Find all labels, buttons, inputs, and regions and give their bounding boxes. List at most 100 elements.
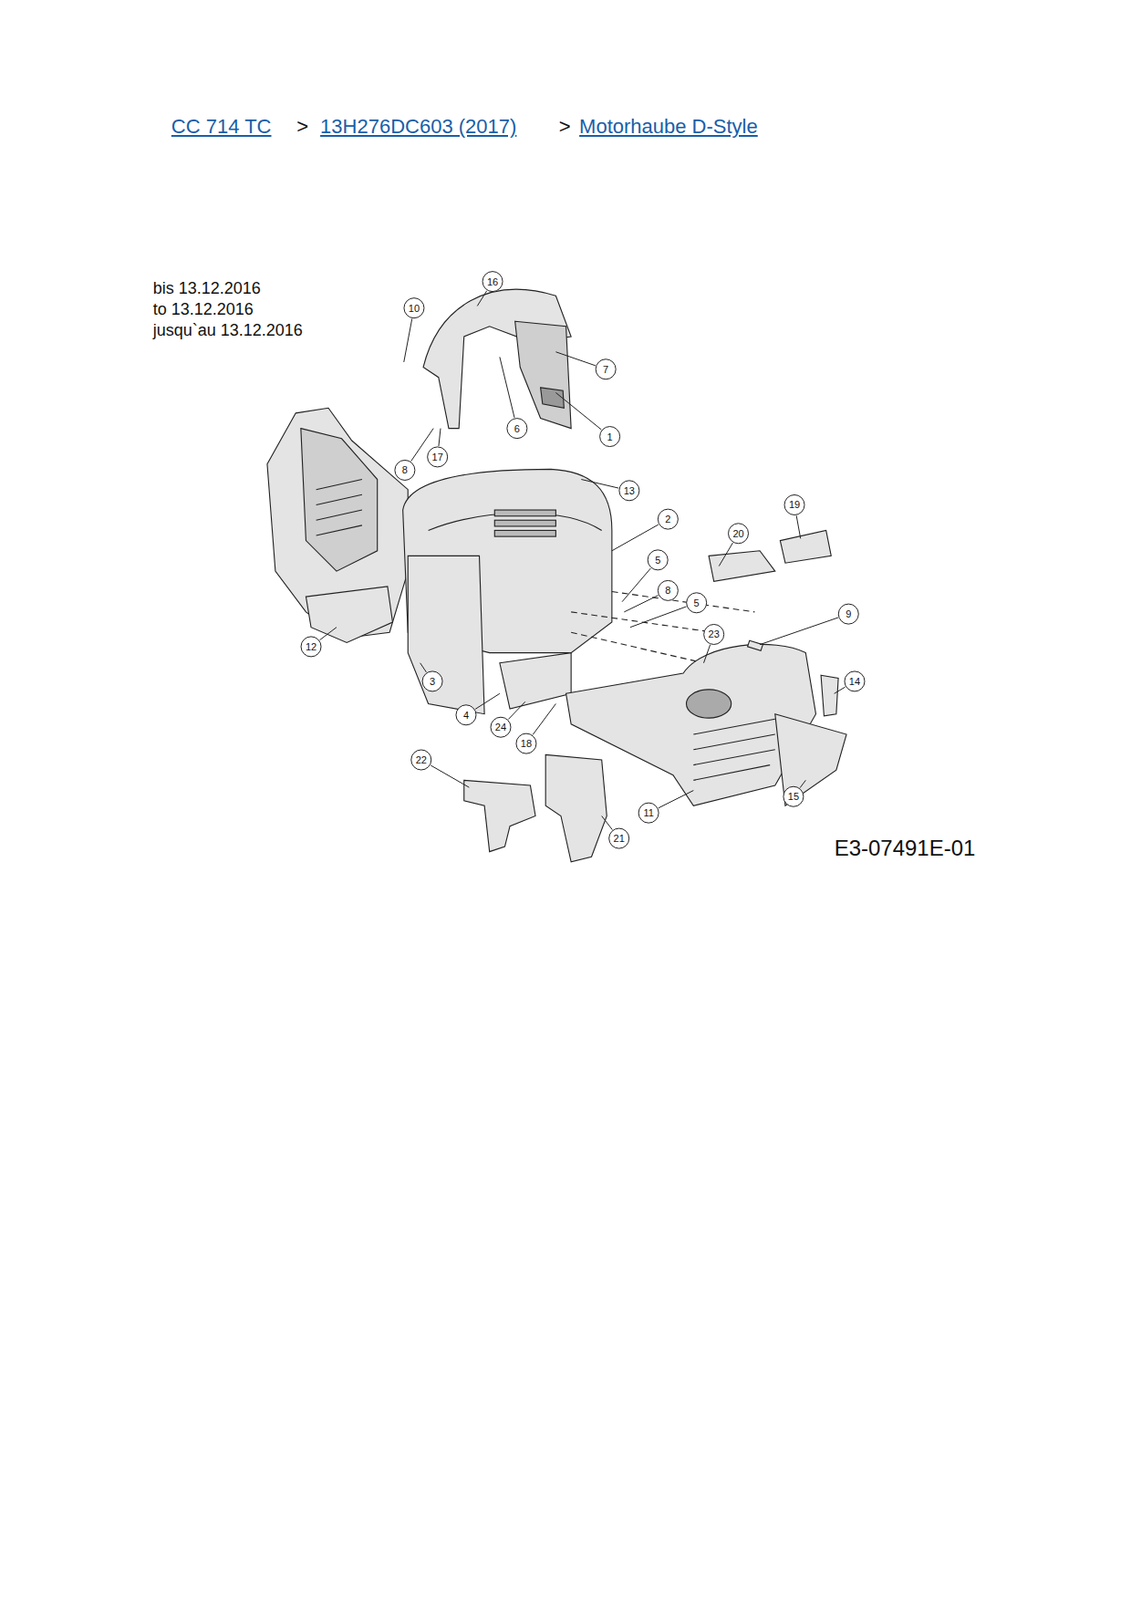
callout-number: 23 <box>708 628 720 641</box>
callout-circle <box>704 623 725 644</box>
callout-circle <box>647 549 668 571</box>
callout-number: 11 <box>643 807 654 820</box>
leader-lines <box>320 290 846 831</box>
leader-line <box>555 392 602 430</box>
breadcrumb-link: Motorhaube D-Style <box>579 114 758 138</box>
callout-number: 9 <box>845 608 851 621</box>
breadcrumb-separator: > <box>559 114 571 138</box>
callout-number: 13 <box>623 484 635 497</box>
callout-circle <box>657 580 678 601</box>
callout-number: 8 <box>402 464 408 477</box>
callout-circle <box>686 592 707 613</box>
callout-circle <box>422 671 443 692</box>
front-nose <box>775 714 847 807</box>
breadcrumb-link: CC 714 TC <box>171 114 272 138</box>
validity-note: to 13.12.2016 <box>153 300 254 320</box>
drawing-code: E3-07491E-01 <box>834 835 976 862</box>
leader-line <box>320 627 337 641</box>
leader-line <box>630 606 686 628</box>
grille-slats <box>693 718 775 780</box>
side-panel <box>407 555 485 714</box>
leader-line <box>404 318 413 362</box>
callout-circle <box>404 298 425 319</box>
dash-slot <box>540 387 565 408</box>
callout-number: 8 <box>664 584 671 597</box>
leader-line <box>704 644 711 664</box>
callout-number: 5 <box>694 596 700 609</box>
leader-line <box>622 568 651 602</box>
support-plate <box>499 653 571 709</box>
callout-circle <box>619 480 640 501</box>
callout-number: 15 <box>788 790 799 803</box>
callout-circle <box>728 523 749 544</box>
callout-number: 18 <box>520 737 532 750</box>
callout-number: 10 <box>408 301 420 314</box>
leader-line <box>420 663 427 673</box>
hood-vents <box>494 509 556 537</box>
callout-circle <box>394 459 416 480</box>
seat-well <box>300 428 378 572</box>
leader-line <box>477 290 487 307</box>
parts-drawing <box>267 289 847 862</box>
callout-circle <box>609 828 630 849</box>
bracket <box>545 754 607 862</box>
callout-number: 12 <box>305 641 317 654</box>
dash-panel <box>515 321 571 428</box>
callout-number: 14 <box>849 675 861 688</box>
callout-number: 16 <box>487 275 499 288</box>
callout-number: 3 <box>429 675 436 688</box>
callout-number: 7 <box>602 363 609 375</box>
bolt <box>747 640 764 651</box>
bracket <box>464 779 536 851</box>
callout-number: 6 <box>514 422 520 435</box>
leader-line <box>658 790 694 809</box>
callout-number: 2 <box>664 513 671 526</box>
callout-number: 1 <box>607 430 613 443</box>
callout-circle <box>456 705 477 726</box>
leader-line <box>601 816 613 831</box>
leader-line <box>581 479 619 489</box>
callout-circle <box>482 271 503 292</box>
callout-number: 4 <box>463 708 469 721</box>
footrest <box>305 586 393 643</box>
callout-circle <box>844 671 865 692</box>
callout-circle <box>783 786 804 807</box>
callout-number: 21 <box>613 832 625 845</box>
callout-number: 24 <box>495 721 507 734</box>
callout-circle <box>595 359 616 380</box>
callout-circle <box>490 716 511 737</box>
callout-circle <box>411 749 432 770</box>
breadcrumb-separator: > <box>296 114 309 138</box>
breadcrumb-link: 13H276DC603 (2017) <box>320 114 517 138</box>
validity-note: jusqu`au 13.12.2016 <box>153 321 303 341</box>
leader-line <box>718 542 733 566</box>
leader-line <box>532 704 556 736</box>
callout-circle <box>784 494 805 515</box>
side-piece <box>820 674 839 716</box>
callout-circle <box>638 802 659 823</box>
callout-number: 19 <box>788 498 800 511</box>
fender-vents <box>316 479 363 536</box>
plate <box>779 529 831 563</box>
callout-number: 22 <box>415 754 427 767</box>
validity-note: bis 13.12.2016 <box>153 279 261 299</box>
callout-number: 5 <box>654 554 661 567</box>
leader-line <box>555 352 595 366</box>
leader-line <box>623 595 658 613</box>
leader-line <box>834 686 846 694</box>
callout-number: 17 <box>432 451 444 464</box>
callout-circle <box>657 508 678 530</box>
plate <box>708 550 776 582</box>
leader-line <box>799 779 806 788</box>
callout-circle <box>300 636 322 657</box>
leader-line <box>475 693 500 709</box>
leader-line <box>612 524 659 551</box>
callout-number: 20 <box>732 527 744 540</box>
callout-circle <box>516 733 537 754</box>
leader-line <box>499 356 515 418</box>
leader-line <box>759 617 839 645</box>
callout-circle <box>600 426 621 447</box>
callout-circle <box>427 446 448 467</box>
